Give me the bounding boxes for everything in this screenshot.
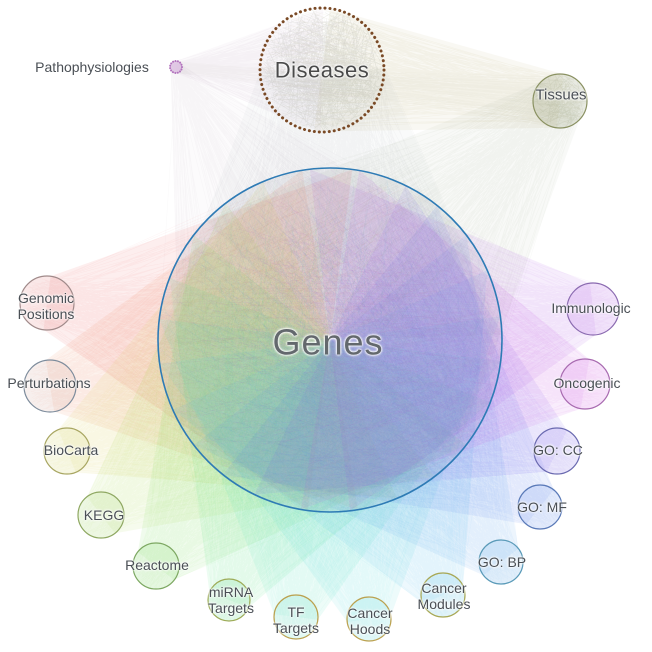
node-cancer_modules[interactable] [420, 572, 466, 618]
fan-genes-tf_targets [159, 172, 501, 640]
node-genomic_positions[interactable] [19, 275, 75, 331]
fan-tissues-genes [162, 75, 588, 507]
fan-diseases-pathophysiologies [170, 8, 381, 132]
node-immunologic[interactable] [566, 282, 620, 336]
fan-genes-perturbations [24, 170, 501, 510]
node-reactome[interactable] [132, 542, 180, 590]
node-diseases[interactable] [258, 6, 386, 134]
fan-genes-go_mf [160, 177, 561, 530]
node-pathophysiologies[interactable] [169, 60, 183, 74]
fan-diseases-tissues [260, 8, 586, 132]
mesh-genes [166, 173, 499, 507]
node-go_cc[interactable] [533, 427, 581, 475]
node-tissues[interactable] [532, 73, 588, 129]
node-oncogenic[interactable] [559, 358, 611, 410]
fan-diseases-genes [158, 8, 502, 511]
node-tf_targets[interactable] [273, 594, 319, 640]
fan-pathophysiologies-tissues [171, 61, 587, 127]
node-genes[interactable] [157, 167, 503, 513]
node-go_mf[interactable] [517, 484, 563, 530]
fan-genes-go_bp [162, 178, 523, 584]
fan-genes-cancer_modules [159, 173, 499, 617]
node-kegg[interactable] [77, 491, 125, 539]
fan-genes-cancer_hoods [159, 174, 501, 640]
fan-genes-immunologic [164, 169, 619, 512]
mesh-tissues [533, 74, 587, 128]
node-perturbations[interactable] [23, 359, 77, 413]
fan-genes-reactome [132, 170, 498, 589]
node-mirna_targets[interactable] [207, 578, 251, 622]
node-biocarta[interactable] [43, 427, 91, 475]
fan-genes-go_cc [178, 174, 579, 501]
node-go_bp[interactable] [478, 539, 524, 585]
fan-genes-kegg [78, 183, 490, 537]
fan-genes-biocarta [45, 172, 496, 499]
fan-genes-mirna_targets [162, 168, 497, 621]
fan-genes-oncogenic [160, 168, 610, 511]
node-cancer_hoods[interactable] [346, 596, 392, 642]
fan-pathophysiologies-genes [159, 61, 492, 505]
mesh-diseases [259, 9, 384, 132]
fan-genes-genomic_positions [21, 169, 500, 511]
